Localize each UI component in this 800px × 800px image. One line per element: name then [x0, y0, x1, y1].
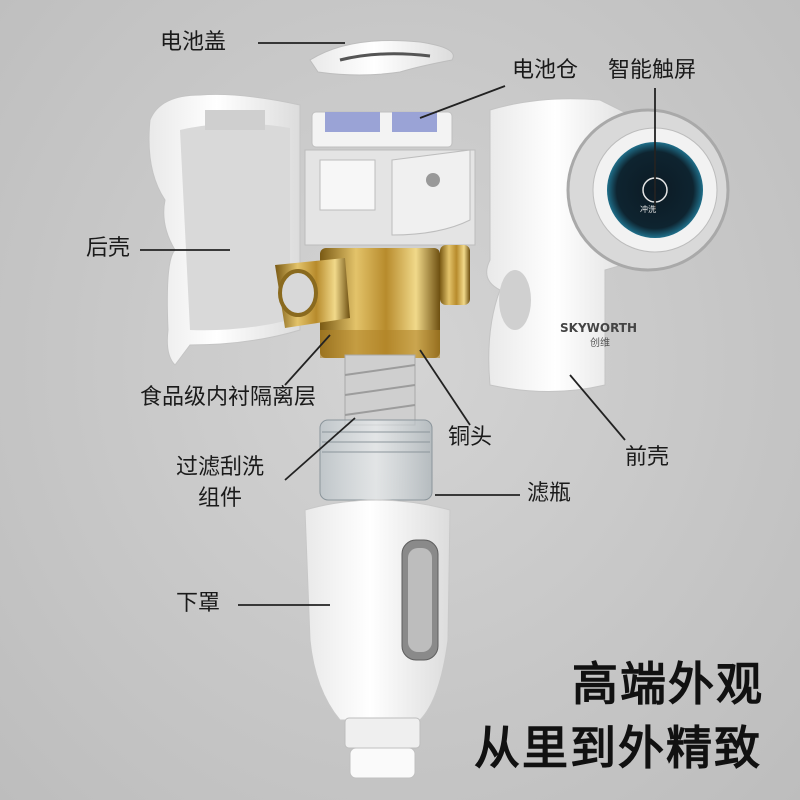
label-filter-bottle: 滤瓶	[527, 481, 572, 506]
screen-mode-text: 冲洗	[640, 205, 656, 214]
tagline-line2: 从里到外精致	[474, 721, 762, 775]
brand-logo-sub: 创维	[590, 338, 610, 349]
filter-scraper-part	[344, 354, 416, 426]
brand-logo: SKYWORTH	[560, 321, 637, 335]
label-filter-scraper-line2: 组件	[198, 486, 243, 511]
label-filter-scraper-line1: 过滤刮洗	[176, 455, 265, 480]
label-food-grade-liner: 食品级内衬隔离层	[140, 385, 317, 410]
label-lower-cover: 下罩	[176, 591, 221, 616]
label-copper-head: 铜头	[448, 425, 493, 450]
label-battery-compartment: 电池仓	[512, 58, 579, 83]
label-front-shell: 前壳	[625, 445, 670, 470]
lower-cover-part	[304, 499, 451, 779]
filter-bottle-part	[319, 419, 433, 501]
label-back-shell: 后壳	[86, 236, 131, 261]
leader-lines	[140, 42, 656, 606]
battery-cover-part	[309, 40, 454, 76]
copper-head-part	[275, 245, 470, 358]
battery-compartment-part	[304, 111, 476, 246]
label-smart-touchscreen: 智能触屏	[608, 58, 697, 83]
label-battery-cover: 电池盖	[160, 30, 227, 55]
tagline-line1: 高端外观	[572, 657, 764, 711]
back-shell-part	[148, 93, 301, 366]
